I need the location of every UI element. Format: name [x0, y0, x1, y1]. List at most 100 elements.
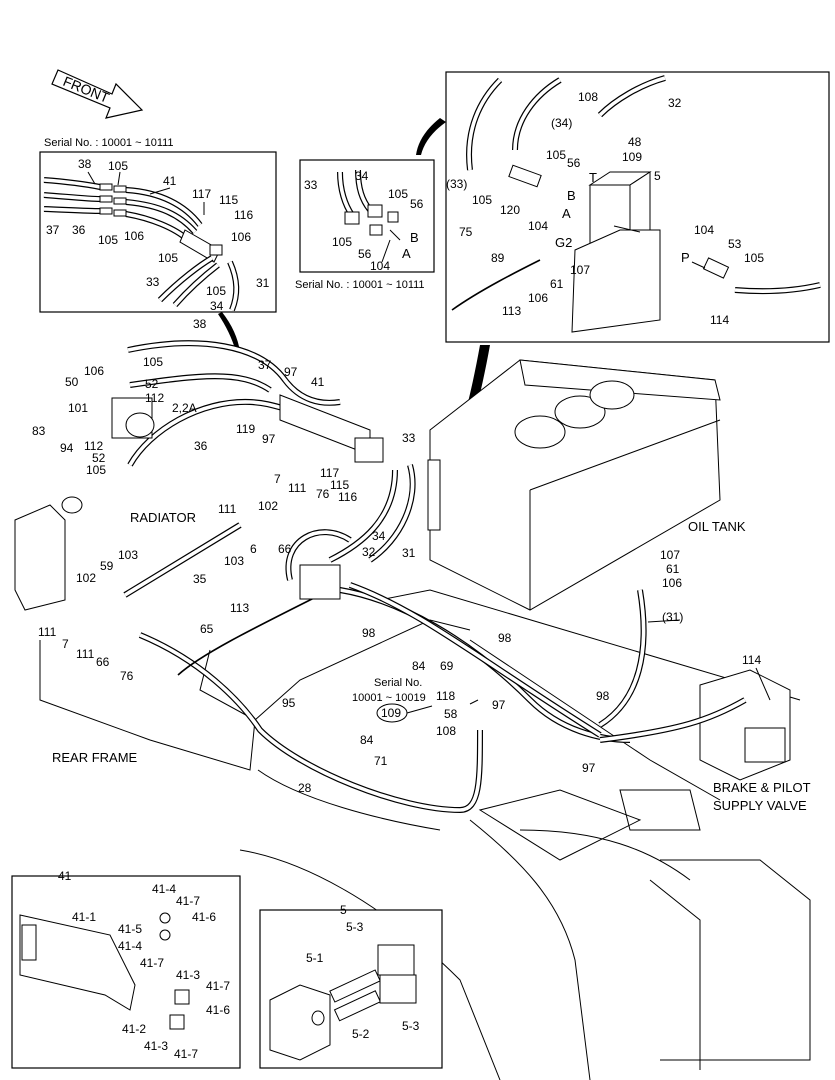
callout: B — [410, 230, 419, 245]
callout: 75 — [459, 225, 473, 239]
callout: (33) — [446, 177, 467, 191]
front-arrow-icon — [51, 69, 144, 119]
callout: 105 — [388, 187, 408, 201]
callout: 71 — [374, 754, 388, 768]
callout: A — [402, 246, 411, 261]
callout: 103 — [224, 554, 244, 568]
callout: (34) — [551, 116, 572, 130]
callout: 41-6 — [192, 910, 216, 924]
callout: 105 — [143, 355, 163, 369]
serial-note-lower-2: 10001 ~ 10019 — [352, 692, 426, 704]
callout: 41-7 — [206, 979, 230, 993]
callout: 41-7 — [140, 956, 164, 970]
callout: 33 — [146, 275, 160, 289]
callout: P — [681, 250, 690, 265]
serial-note-lower-1: Serial No. — [374, 677, 422, 689]
callout: 89 — [491, 251, 505, 265]
callout: 106 — [528, 291, 548, 305]
oil-tank — [427, 359, 721, 611]
brake-valve-label-1: BRAKE & PILOT — [713, 780, 811, 795]
callout: 111 — [38, 625, 57, 639]
callout: 5-1 — [306, 951, 324, 965]
pointer-left — [218, 312, 240, 352]
callout: 76 — [316, 487, 330, 501]
callout: 105 — [108, 159, 128, 173]
callout: 112 — [84, 439, 103, 453]
main-hoses — [123, 340, 747, 814]
callout: 97 — [582, 761, 596, 775]
inset-serial-box-left — [39, 151, 277, 313]
callout: 5-2 — [352, 1027, 370, 1041]
callout: 56 — [358, 247, 372, 261]
callout: 111 — [76, 647, 95, 661]
callout: 5-3 — [346, 920, 364, 934]
callout: 31 — [256, 276, 270, 290]
rear-frame-label: REAR FRAME — [52, 750, 138, 765]
brake-pilot-supply-valve — [699, 669, 791, 781]
callout: 104 — [370, 259, 390, 273]
callout: 112 — [145, 391, 164, 405]
callout: 105 — [98, 233, 118, 247]
callout: 28 — [298, 781, 312, 795]
callout: 56 — [410, 197, 424, 211]
callout: 116 — [338, 490, 357, 504]
callout: 95 — [282, 696, 296, 710]
callout: 69 — [440, 659, 454, 673]
callout: 106 — [124, 229, 144, 243]
callout: 48 — [628, 135, 642, 149]
detail-41-title: 41 — [58, 869, 72, 883]
callout: A — [562, 206, 571, 221]
callout: 104 — [528, 219, 548, 233]
callout: 120 — [500, 203, 520, 217]
callout: 76 — [120, 669, 134, 683]
callout: 52 — [145, 377, 159, 391]
rear-frame — [39, 589, 811, 1080]
callout: 33 — [304, 178, 318, 192]
callout: 116 — [234, 208, 253, 222]
radiator-label: RADIATOR — [130, 510, 196, 525]
callout: 33 — [402, 431, 416, 445]
callout: 83 — [32, 424, 46, 438]
callout: 7 — [274, 472, 281, 486]
callout: 98 — [362, 626, 376, 640]
callout: 84 — [360, 733, 374, 747]
radiator-frame — [14, 496, 83, 611]
callout: 41-3 — [144, 1039, 168, 1053]
callout: 41-6 — [206, 1003, 230, 1017]
callout: 41-3 — [176, 968, 200, 982]
callout: 37 — [46, 223, 60, 237]
callout: 97 — [284, 365, 298, 379]
callout: 36 — [194, 439, 208, 453]
callout: 34 — [372, 529, 386, 543]
callout: 35 — [193, 572, 207, 586]
callout: G2 — [555, 235, 572, 250]
front-label: FRONT — [61, 73, 112, 106]
leader-lines — [87, 171, 771, 714]
callout: 113 — [230, 601, 249, 615]
callout: 38 — [193, 317, 207, 331]
callout: 105 — [206, 284, 226, 298]
callout: 117 — [320, 466, 339, 480]
callout: 84 — [412, 659, 426, 673]
serial-note-left: Serial No. : 10001 ~ 10111 — [44, 137, 174, 149]
callout: 111 — [218, 502, 237, 516]
callout: 97 — [492, 698, 506, 712]
callout: 41-2 — [122, 1022, 146, 1036]
callout: 6 — [250, 542, 257, 556]
callout: 58 — [444, 707, 458, 721]
callout: 66 — [96, 655, 110, 669]
callout: 61 — [666, 562, 680, 576]
callout: 53 — [728, 237, 742, 251]
callout: 105 — [332, 235, 352, 249]
callout: (31) — [662, 610, 683, 624]
callout: 109 — [622, 150, 642, 164]
callout: 41-1 — [72, 910, 96, 924]
callout: 41 — [163, 174, 177, 188]
callout: 98 — [498, 631, 512, 645]
callout: 34 — [355, 169, 369, 183]
callout: 118 — [436, 689, 455, 703]
inset-serial-box-middle — [299, 159, 435, 273]
brake-valve-label-2: SUPPLY VALVE — [713, 798, 807, 813]
callout: 115 — [219, 193, 238, 207]
